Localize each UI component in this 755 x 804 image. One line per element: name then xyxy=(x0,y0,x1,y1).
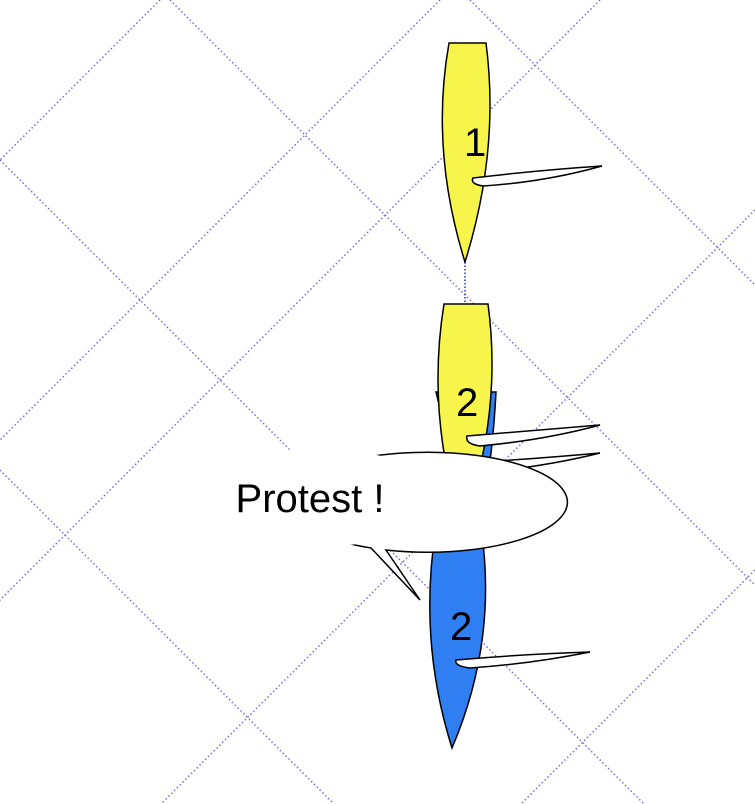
grid-line xyxy=(0,0,601,602)
boat-number-label: 2 xyxy=(450,605,472,649)
boat-hull xyxy=(441,42,491,265)
boat-number-label: 1 xyxy=(464,121,486,165)
grid-line xyxy=(0,0,161,162)
speech-bubble: Protest ! xyxy=(171,449,569,601)
boat-1-yellow: 1 xyxy=(441,42,603,265)
grid-line xyxy=(469,0,755,286)
grid-line xyxy=(0,469,335,804)
boat-number-label: 2 xyxy=(456,381,478,425)
grid-line xyxy=(0,0,441,442)
boat-sail xyxy=(455,651,591,669)
boat-sail xyxy=(466,424,601,447)
grid-line xyxy=(169,0,755,586)
grid-line xyxy=(520,569,755,804)
speech-bubble-text: Protest ! xyxy=(236,477,385,521)
boat-hull xyxy=(429,527,487,751)
boat-sail xyxy=(471,165,603,187)
boat-2-blue: 2 xyxy=(429,527,591,751)
